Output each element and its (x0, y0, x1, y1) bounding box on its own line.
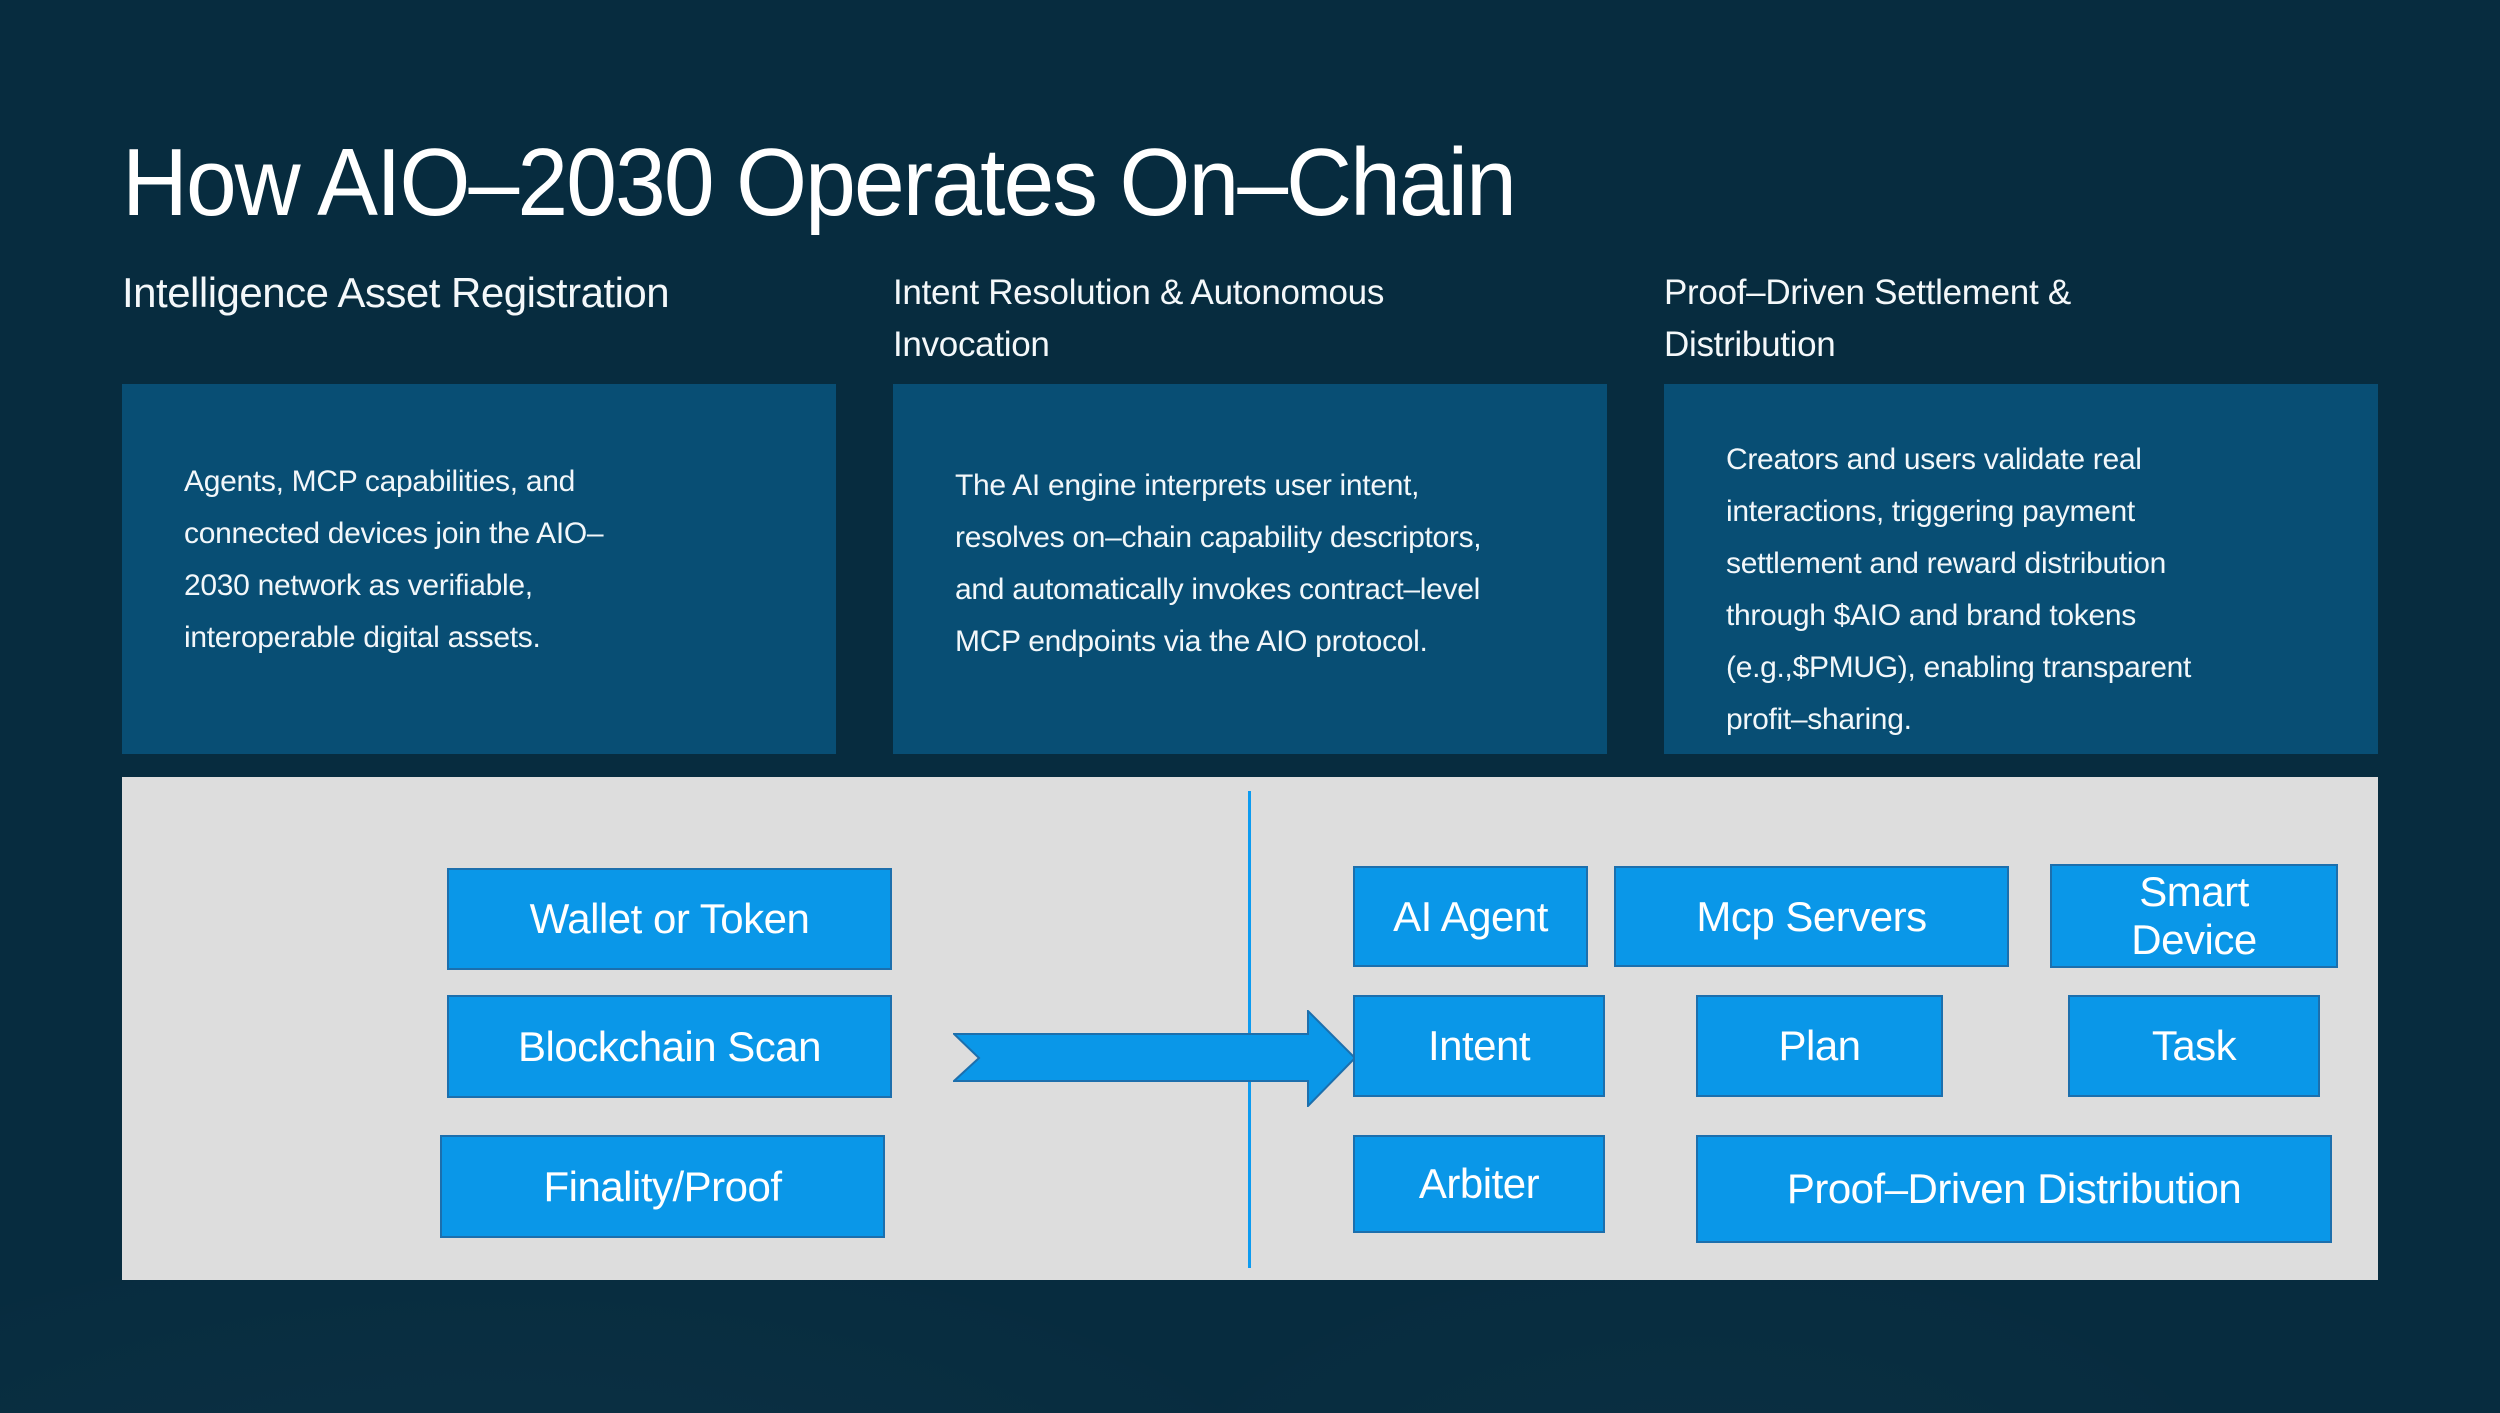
node-proof-driven-distribution: Proof–Driven Distribution (1696, 1135, 2332, 1243)
node-ai-agent: AI Agent (1353, 866, 1588, 967)
panel-registration: Agents, MCP capabilities, and connected … (122, 384, 836, 754)
node-mcp-servers: Mcp Servers (1614, 866, 2009, 967)
node-intent: Intent (1353, 995, 1605, 1097)
node-finality-proof: Finality/Proof (440, 1135, 885, 1238)
diagram-canvas: Wallet or Token Blockchain Scan Finality… (122, 777, 2378, 1280)
divider-line (1248, 791, 1251, 1268)
column-header-settlement: Proof–Driven Settlement & Distribution (1664, 273, 2071, 364)
node-task: Task (2068, 995, 2320, 1097)
flow-arrow-icon (953, 1010, 1356, 1107)
node-wallet-or-token: Wallet or Token (447, 868, 892, 970)
node-blockchain-scan: Blockchain Scan (447, 995, 892, 1098)
column-header-registration: Intelligence Asset Registration (122, 269, 670, 316)
panel-settlement-text: Creators and users validate real interac… (1726, 443, 2192, 736)
panel-intent-resolution-text: The AI engine interprets user intent, re… (955, 469, 1482, 658)
column-header-intent-resolution: Intent Resolution & Autonomous Invocatio… (893, 273, 1385, 364)
panel-registration-text: Agents, MCP capabilities, and connected … (184, 465, 604, 654)
panel-settlement: Creators and users validate real interac… (1664, 384, 2378, 754)
node-plan: Plan (1696, 995, 1943, 1097)
page-title: How AIO–2030 Operates On–Chain (122, 129, 1517, 236)
node-arbiter: Arbiter (1353, 1135, 1605, 1233)
node-smart-device: Smart Device (2050, 864, 2338, 968)
panel-intent-resolution: The AI engine interprets user intent, re… (893, 384, 1607, 754)
